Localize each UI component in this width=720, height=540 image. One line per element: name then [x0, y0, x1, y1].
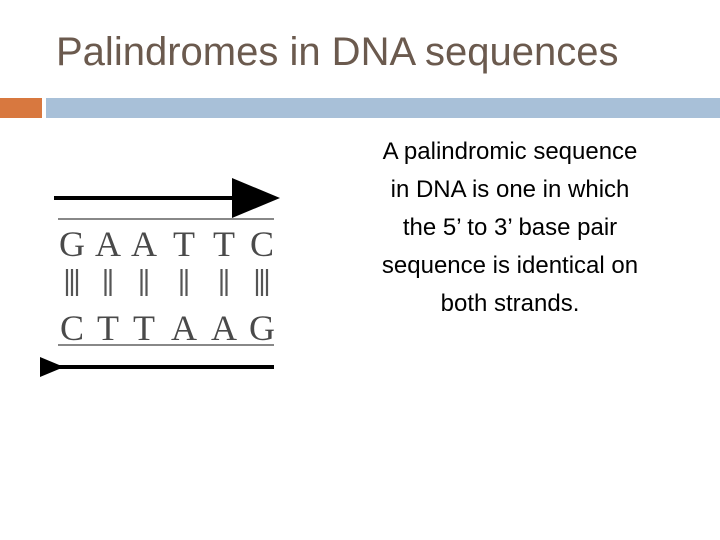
title-accent-bar: [0, 98, 42, 118]
base-pair-bonds: [65, 269, 269, 296]
top-base: T: [213, 224, 235, 264]
bottom-base: G: [249, 308, 275, 348]
body-line: sequence is identical on: [381, 252, 639, 279]
top-base: A: [131, 224, 157, 264]
pair-bond: [220, 269, 228, 296]
bottom-base: A: [211, 308, 237, 348]
top-base: G: [59, 224, 85, 264]
pair-bond: [255, 269, 269, 296]
top-base: C: [250, 224, 274, 264]
top-base: T: [173, 224, 195, 264]
slide-title: Palindromes in DNA sequences: [56, 30, 619, 74]
pair-bond: [180, 269, 188, 296]
body-line: the 5’ to 3’ base pair: [402, 214, 618, 241]
body-line: in DNA is one in which: [390, 176, 630, 203]
body-text: A palindromic sequence in DNA is one in …: [345, 133, 675, 323]
pair-bond: [140, 269, 148, 296]
bottom-base: T: [133, 308, 155, 348]
bottom-base: A: [171, 308, 197, 348]
body-line: A palindromic sequence: [382, 138, 638, 165]
title-underline-bar: [46, 98, 720, 118]
bottom-base: T: [97, 308, 119, 348]
pair-bond: [65, 269, 79, 296]
pair-bond: [104, 269, 112, 296]
top-base: A: [95, 224, 121, 264]
bottom-base: C: [60, 308, 84, 348]
body-line: both strands.: [440, 290, 580, 317]
